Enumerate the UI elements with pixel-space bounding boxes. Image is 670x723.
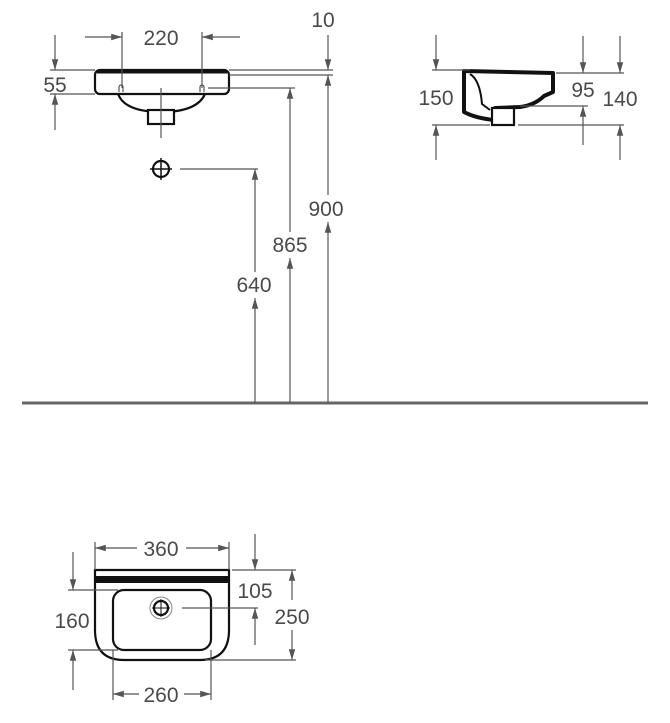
basin-top-back-rim (96, 576, 228, 583)
dim-10-label: 10 (311, 9, 334, 32)
front-view: 220 55 10 900 865 (43, 9, 344, 403)
dim-95-label: 95 (571, 79, 594, 102)
fixing-bolt-left-icon (118, 84, 124, 92)
side-view: 150 95 140 (418, 35, 638, 160)
dim-260-label: 260 (143, 684, 178, 707)
waste-pipe-symbol-icon (150, 158, 172, 180)
basin-side-waste (490, 106, 516, 127)
dim-150-label: 150 (418, 87, 453, 110)
dim-55-label: 55 (43, 74, 66, 97)
dimension-95-140: 95 140 (518, 36, 638, 160)
dimension-250: 250 (205, 570, 310, 661)
dimension-260: 260 (112, 650, 212, 707)
basin-side-inner-wall (469, 73, 491, 111)
basin-front-body (93, 68, 231, 96)
dimension-10-900: 10 900 (229, 9, 344, 403)
tap-hole-icon (149, 596, 173, 620)
dim-640-label: 640 (236, 274, 271, 297)
dimension-640: 640 (180, 168, 272, 403)
basin-top-bowl (111, 588, 213, 652)
dimension-55: 55 (43, 35, 95, 130)
dimension-360: 360 (94, 538, 230, 570)
dim-865-label: 865 (272, 234, 307, 257)
dimension-865: 865 (208, 87, 308, 403)
dim-900-label: 900 (308, 198, 343, 221)
dimension-160: 160 (54, 552, 118, 690)
top-view: 360 105 250 160 (54, 534, 310, 707)
dim-250-label: 250 (274, 606, 309, 629)
dim-160-label: 160 (54, 610, 89, 633)
dimension-105: 105 (182, 534, 296, 645)
dimension-220: 220 (85, 27, 240, 88)
dim-220-label: 220 (143, 27, 178, 50)
dim-105-label: 105 (237, 580, 272, 603)
dimension-150: 150 (418, 35, 490, 160)
dim-140-label: 140 (602, 88, 637, 111)
dim-360-label: 360 (143, 538, 178, 561)
